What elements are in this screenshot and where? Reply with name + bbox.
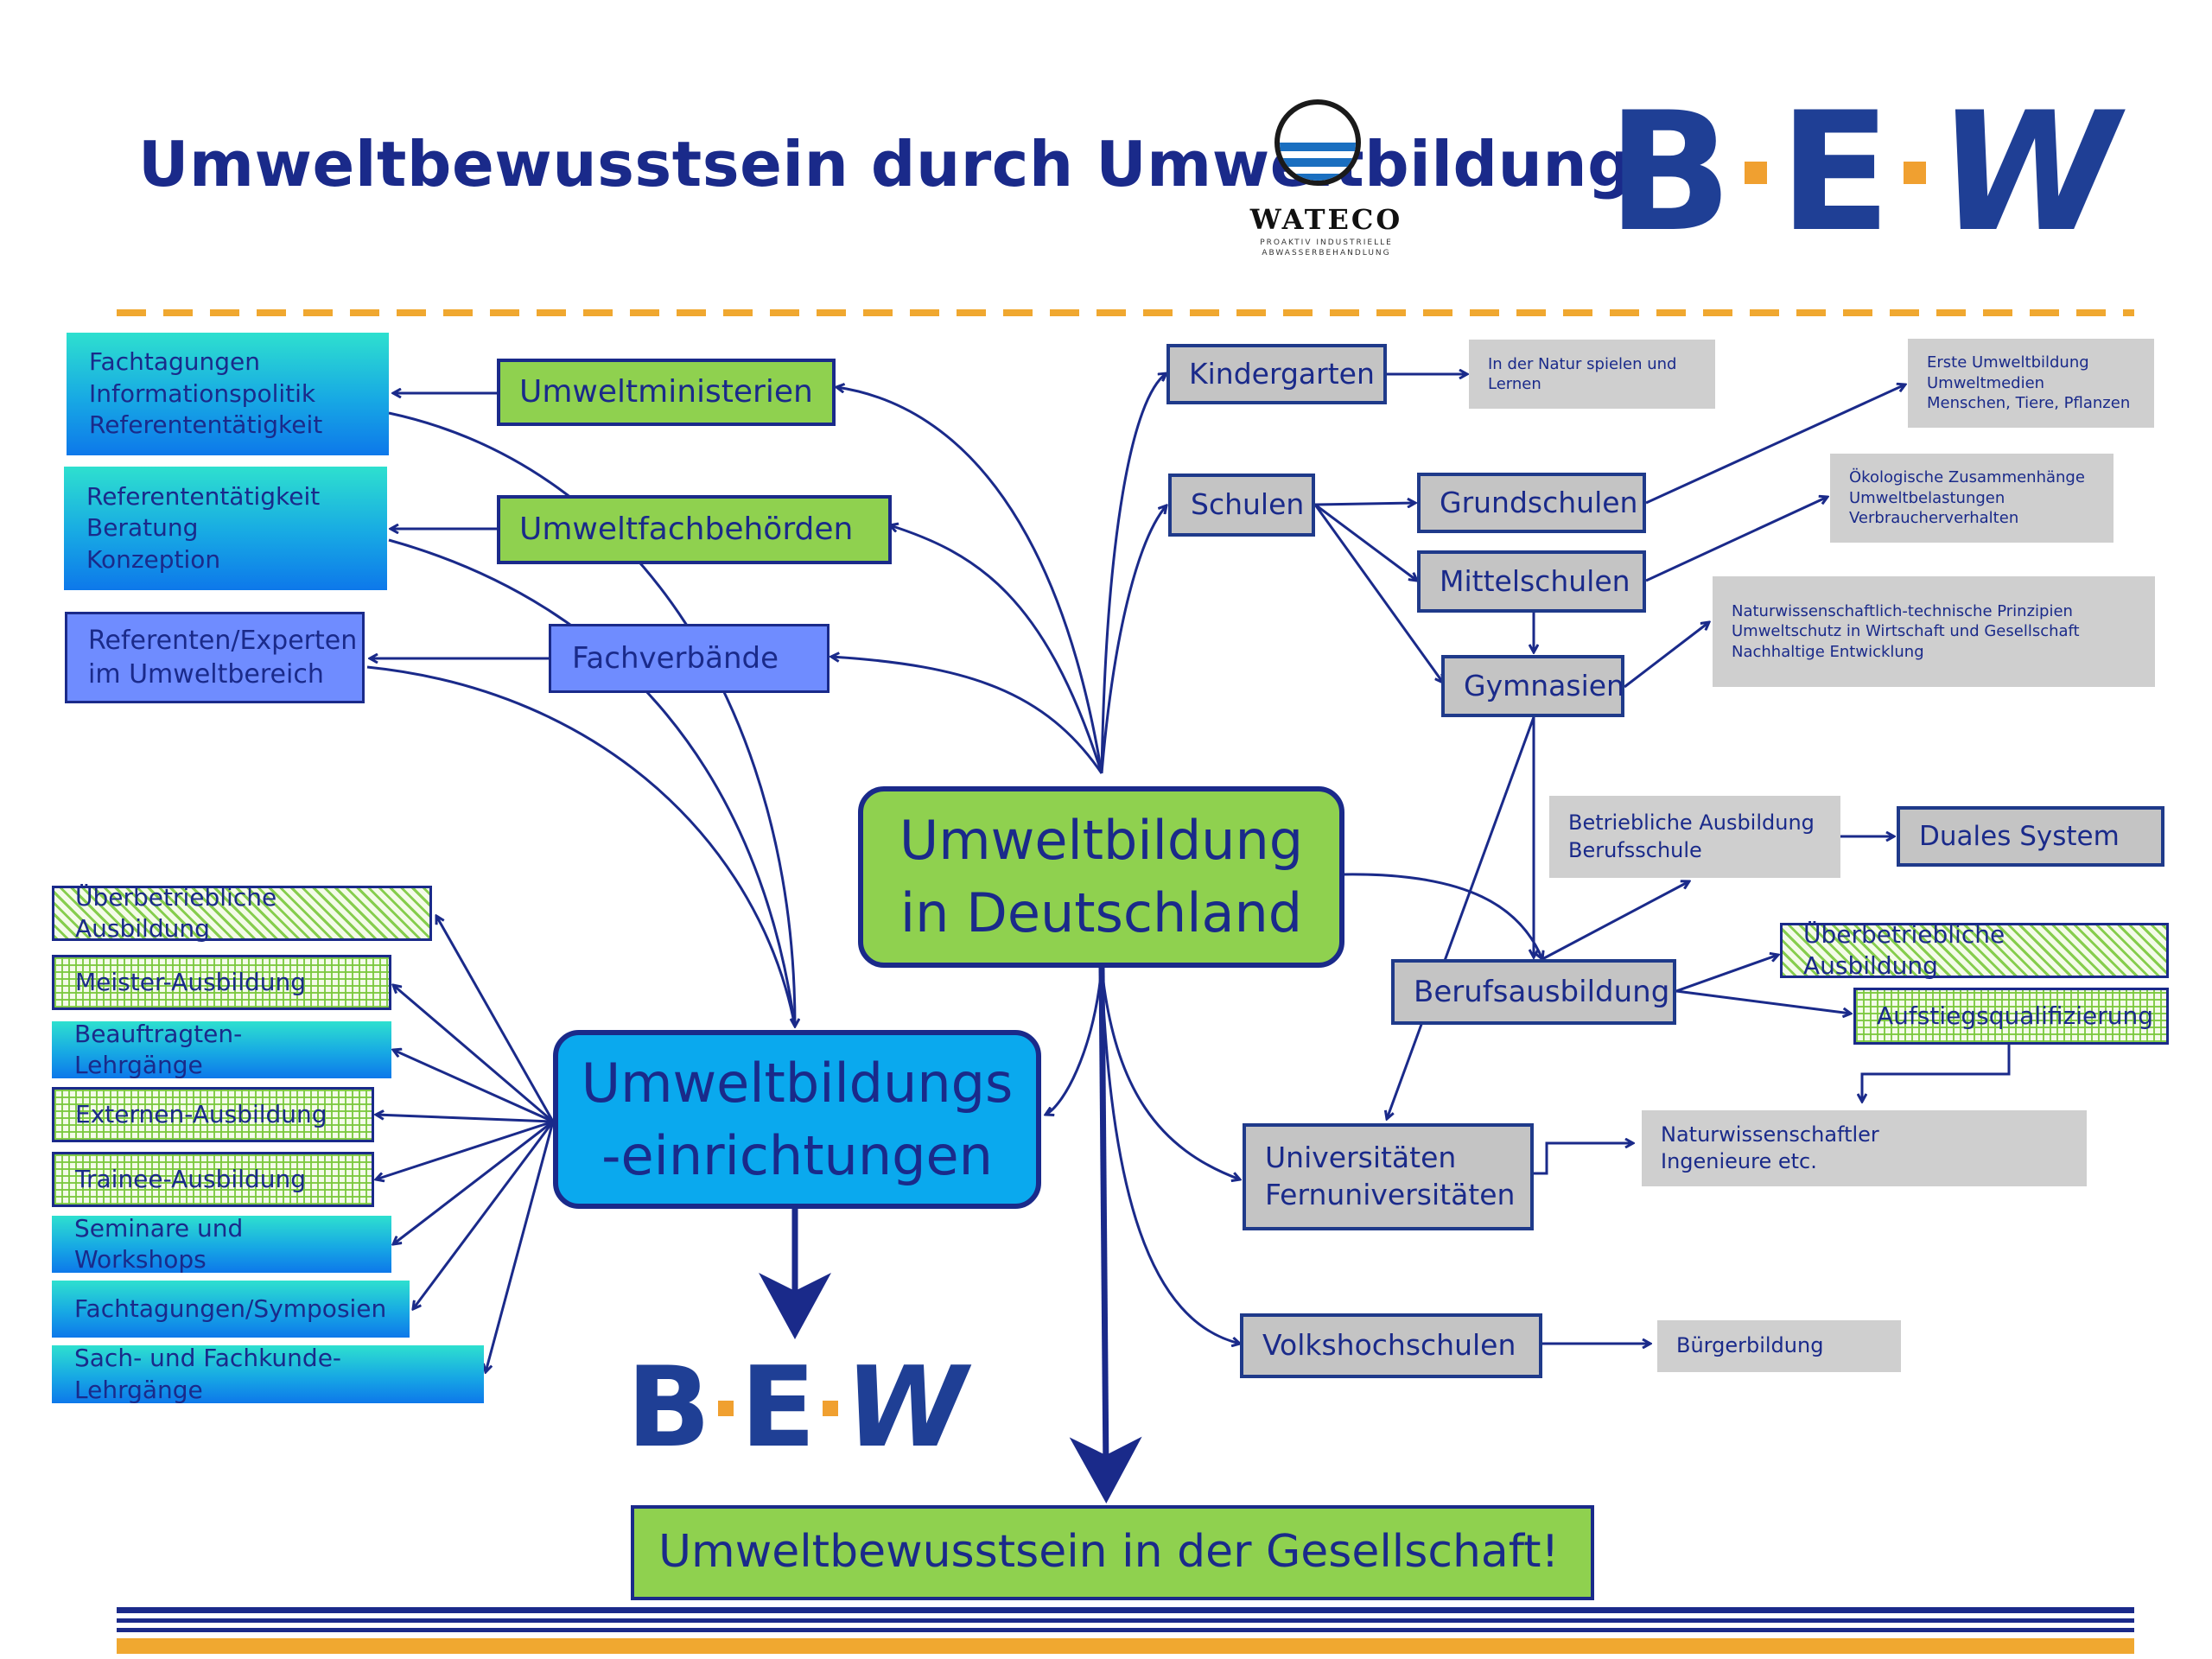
wateco-logo: WATECO PROAKTIV INDUSTRIELLE ABWASSERBEH… — [1231, 99, 1421, 264]
wateco-name: WATECO — [1249, 203, 1403, 236]
node-aufstiegsqualifizierung: Aufstiegsqualifizierung — [1853, 988, 2169, 1045]
item-externen-ausbildung: Externen-Ausbildung — [52, 1087, 374, 1142]
detail-betriebliche-ausbildung: Betriebliche Ausbildung Berufsschule — [1549, 796, 1840, 878]
arrow-center-to-gesellschaft — [1069, 967, 1142, 1503]
node-mittelschulen: Mittelschulen — [1417, 550, 1646, 613]
node-fachverbaende: Fachverbände — [549, 624, 830, 693]
detail-umweltministerien: Fachtagungen Informationspolitik Referen… — [67, 333, 389, 455]
node-gymnasien: Gymnasien — [1441, 655, 1624, 717]
detail-volkshochschulen: Bürgerbildung — [1657, 1320, 1901, 1372]
bew-logo-top: B E W — [1607, 77, 2120, 268]
detail-gymnasien: Naturwissenschaftlich-technische Prinzip… — [1713, 576, 2155, 687]
node-umweltfachbehoerden: Umweltfachbehörden — [497, 495, 892, 564]
node-universitaeten: Universitäten Fernuniversitäten — [1243, 1123, 1534, 1230]
footer-stripes — [117, 1607, 2134, 1654]
node-umweltbildungseinrichtungen: Umweltbildungs -einrichtungen — [553, 1030, 1041, 1209]
node-umweltbewusstsein-gesellschaft: Umweltbewusstsein in der Gesellschaft! — [631, 1505, 1594, 1600]
node-duales-system: Duales System — [1897, 806, 2164, 867]
node-grundschulen: Grundschulen — [1417, 473, 1646, 533]
item-ueberbetriebliche-ausbildung-left: Überbetriebliche Ausbildung — [52, 883, 432, 943]
wateco-subtitle: PROAKTIV INDUSTRIELLE ABWASSERBEHANDLUNG — [1260, 238, 1393, 258]
node-umweltministerien: Umweltministerien — [497, 359, 836, 426]
node-kindergarten: Kindergarten — [1166, 344, 1387, 404]
bew-logo-center: B E W — [626, 1344, 968, 1472]
item-trainee-ausbildung: Trainee-Ausbildung — [52, 1152, 374, 1207]
item-beauftragten-lehrgaenge: Beauftragten-Lehrgänge — [52, 1020, 391, 1079]
detail-universitaeten: Naturwissenschaftler Ingenieure etc. — [1642, 1110, 2087, 1186]
detail-mittelschulen: Ökologische Zusammenhänge Umweltbelastun… — [1830, 454, 2113, 543]
page-title: Umweltbewusstsein durch Umweltbildung — [138, 128, 1633, 200]
item-sach-fachkunde-lehrgaenge: Sach- und Fachkunde-Lehrgänge — [52, 1344, 484, 1404]
detail-umweltfachbehoerden: Referententätigkeit Beratung Konzeption — [64, 467, 387, 590]
item-seminare-workshops: Seminare und Workshops — [52, 1214, 391, 1274]
node-umweltbildung-deutschland: Umweltbildung in Deutschland — [858, 786, 1344, 968]
item-meister-ausbildung: Meister-Ausbildung — [52, 955, 391, 1010]
item-fachtagungen-symposien: Fachtagungen/Symposien — [52, 1281, 410, 1338]
node-berufsausbildung: Berufsausbildung — [1391, 959, 1676, 1025]
node-volkshochschulen: Volkshochschulen — [1240, 1313, 1542, 1378]
node-ueberbetriebliche-ausbildung-right: Überbetriebliche Ausbildung — [1780, 920, 2169, 980]
wateco-emblem-icon — [1274, 99, 1361, 186]
detail-grundschulen: Erste Umweltbildung Umweltmedien Mensche… — [1908, 339, 2154, 428]
node-schulen: Schulen — [1168, 474, 1315, 537]
detail-fachverbaende: Referenten/Experten im Umweltbereich — [65, 612, 365, 703]
detail-kindergarten: In der Natur spielen und Lernen — [1469, 340, 1715, 409]
